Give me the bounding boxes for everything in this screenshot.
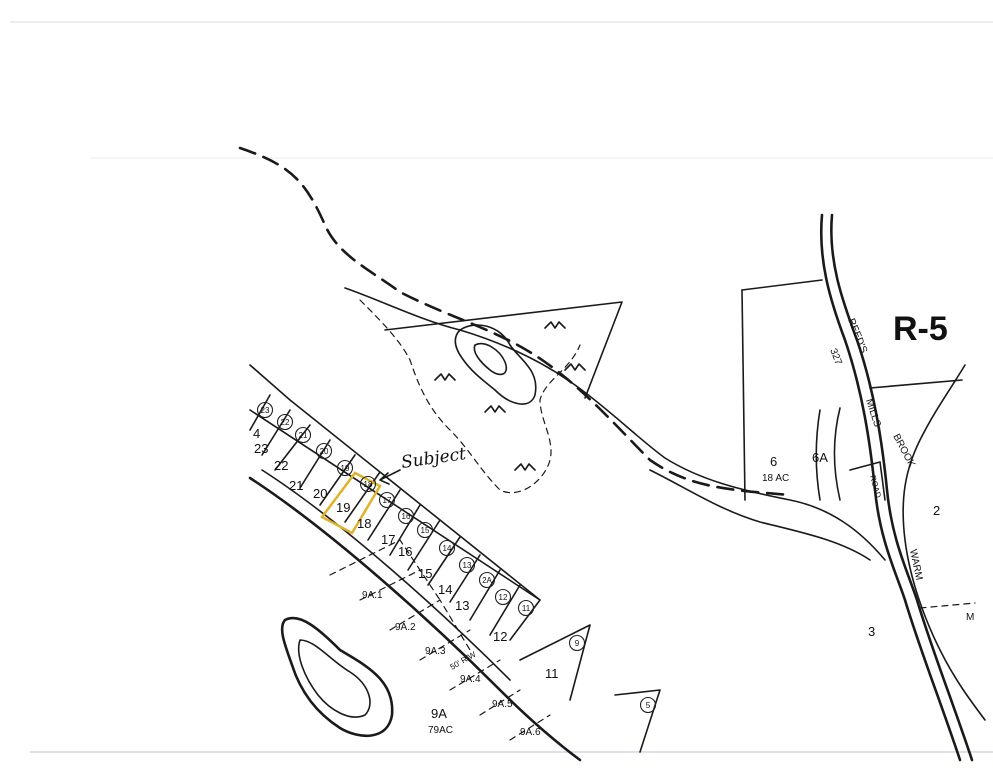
subject-lot-outline xyxy=(320,471,382,535)
road-label-road: ROAD xyxy=(868,474,883,499)
circled-number: 9 xyxy=(575,639,580,648)
lot-label: 20 xyxy=(313,486,327,501)
lot-label: 9A xyxy=(431,706,447,721)
upper-lot-boundary xyxy=(384,301,623,399)
circled-number: 5 xyxy=(646,701,651,710)
circled-number: 16 xyxy=(402,512,411,521)
circled-number: 17 xyxy=(383,496,392,505)
circled-number-ring xyxy=(378,491,396,509)
circled-number-ring xyxy=(397,507,415,525)
circled-number: 20 xyxy=(320,447,329,456)
lot-label: 3 xyxy=(868,624,875,639)
small-lots xyxy=(519,624,661,753)
stream-bank xyxy=(649,469,871,561)
circled-number: 2A xyxy=(482,576,492,585)
circled-number-ring xyxy=(256,401,274,419)
circled-number-ring xyxy=(336,459,354,477)
lot-label: 9A.2 xyxy=(395,622,416,633)
lot-label: 17 xyxy=(381,532,395,547)
circled-number: 12 xyxy=(499,593,508,602)
circled-number: 13 xyxy=(463,561,472,570)
circled-number-ring xyxy=(458,556,476,574)
circled-number-ring xyxy=(438,539,456,557)
lot-label: 18 xyxy=(357,516,371,531)
circled-number: 22 xyxy=(281,418,290,427)
subject-annotation: Subject xyxy=(400,444,467,473)
lot-label: 23 xyxy=(254,441,268,456)
circled-number-ring xyxy=(359,475,377,493)
circled-number: 15 xyxy=(421,526,430,535)
lot-label: 6A xyxy=(812,450,828,465)
lot-label: 13 xyxy=(455,598,469,613)
lot-grid xyxy=(249,364,541,641)
lot-label: 15 xyxy=(418,566,432,581)
road-label-number: 327 xyxy=(827,347,844,367)
wetland-boundary xyxy=(359,299,581,494)
marsh-symbols xyxy=(434,321,586,471)
circled-number-ring xyxy=(416,521,434,539)
pond-upper-inner xyxy=(473,343,508,376)
lot-label: 9A.6 xyxy=(520,727,541,738)
parcel-6 xyxy=(741,279,963,501)
lot-label-subject: 19 xyxy=(336,500,350,515)
circled-number: 18 xyxy=(364,480,373,489)
circled-number-ring xyxy=(276,413,294,431)
lot-label: 21 xyxy=(289,478,303,493)
lot-label: 9A.4 xyxy=(460,674,481,685)
lot-label: 9A.1 xyxy=(362,590,383,601)
lot-label: M xyxy=(966,612,974,623)
lot-label: 2 xyxy=(933,503,940,518)
subject-arrow xyxy=(379,469,401,485)
road-label-brook: BROOK xyxy=(890,432,917,469)
circled-number-ring xyxy=(639,696,657,714)
circled-number-ring xyxy=(517,599,535,617)
parcel-labels: 23 22 21 20 19 18 17 16 15 14 13 12 11 9… xyxy=(253,426,974,738)
lot-label: 9A.5 xyxy=(492,699,513,710)
lot-label: 16 xyxy=(398,544,412,559)
circled-number: 21 xyxy=(299,431,308,440)
reeds-mills-road-east xyxy=(830,213,974,762)
lot-acreage: 79AC xyxy=(428,725,453,736)
circled-number-ring xyxy=(568,634,586,652)
lot-label: 4 xyxy=(253,426,260,441)
reeds-mills-road-west xyxy=(819,213,962,762)
lot-label: 6 xyxy=(770,454,777,469)
dashed-line-east xyxy=(919,602,976,609)
lot-label: 22 xyxy=(274,458,288,473)
circled-number-ring xyxy=(478,571,496,589)
lot-label: 14 xyxy=(438,582,452,597)
stream xyxy=(344,287,886,561)
circled-number-ring xyxy=(315,442,333,460)
lot-9a-subdivisions xyxy=(329,539,551,741)
circled-number-ring xyxy=(494,588,512,606)
sheet-label: R-5 xyxy=(893,310,948,348)
pond-upper xyxy=(454,324,537,405)
road-diagonal xyxy=(248,476,582,762)
circled-number: 14 xyxy=(443,544,452,553)
lot-label: 12 xyxy=(493,629,507,644)
circled-number-ring xyxy=(294,426,312,444)
lot-acreage: 18 AC xyxy=(762,473,789,484)
road-diagonal-edge xyxy=(261,469,511,681)
circled-number: 11 xyxy=(522,604,531,613)
circled-number: 23 xyxy=(261,406,270,415)
warm-brook xyxy=(902,364,986,721)
pond-lower-inner xyxy=(298,639,371,718)
circled-number: 19 xyxy=(341,464,350,473)
pond-lower xyxy=(280,616,394,738)
lot-label: 11 xyxy=(545,666,559,681)
lot-label: 9A.3 xyxy=(425,646,446,657)
dashed-boundary xyxy=(238,146,792,497)
